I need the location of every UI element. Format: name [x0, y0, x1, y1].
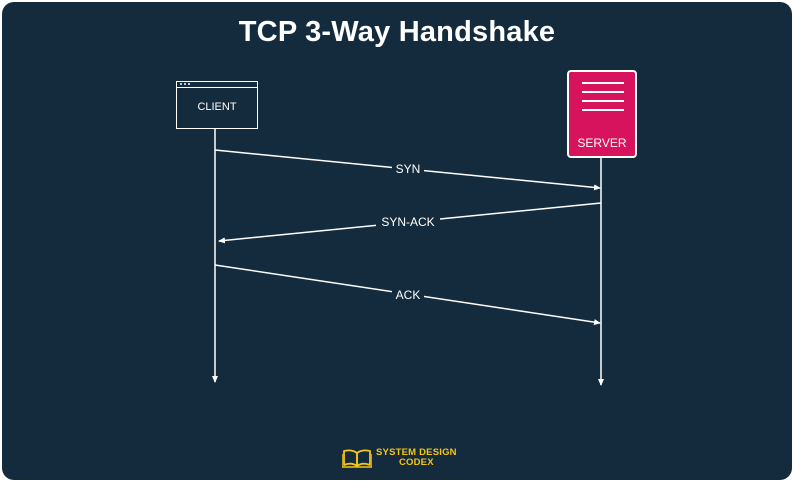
brand-name: SYSTEM DESIGN CODEX — [376, 448, 457, 468]
client-label: CLIENT — [197, 101, 237, 113]
brand-logo: SYSTEM DESIGN CODEX — [342, 446, 457, 470]
diagram-canvas: TCP 3-Way Handshake SYN SYN-ACK ACK CLIE… — [2, 2, 792, 480]
server-rack-line — [582, 91, 624, 93]
server-node: SERVER — [567, 70, 637, 158]
server-rack-line — [582, 100, 624, 102]
sequence-diagram: SYN SYN-ACK ACK — [212, 129, 604, 386]
syn-label: SYN — [396, 162, 421, 176]
ack-label: ACK — [396, 288, 421, 302]
syn-ack-label-bg — [376, 215, 440, 229]
client-node: CLIENT — [176, 81, 258, 129]
syn-label-bg — [392, 162, 424, 176]
client-window-bar — [177, 82, 257, 88]
diagram-title: TCP 3-Way Handshake — [238, 16, 556, 48]
brand-line-2: CODEX — [398, 457, 434, 468]
ack-label-bg — [392, 288, 424, 302]
brand-line-1: SYSTEM DESIGN — [376, 447, 457, 458]
server-rack-line — [582, 109, 624, 111]
server-rack-line — [582, 82, 624, 84]
open-book-icon — [342, 449, 372, 468]
syn-ack-label: SYN-ACK — [381, 215, 434, 229]
server-label: SERVER — [577, 136, 627, 150]
